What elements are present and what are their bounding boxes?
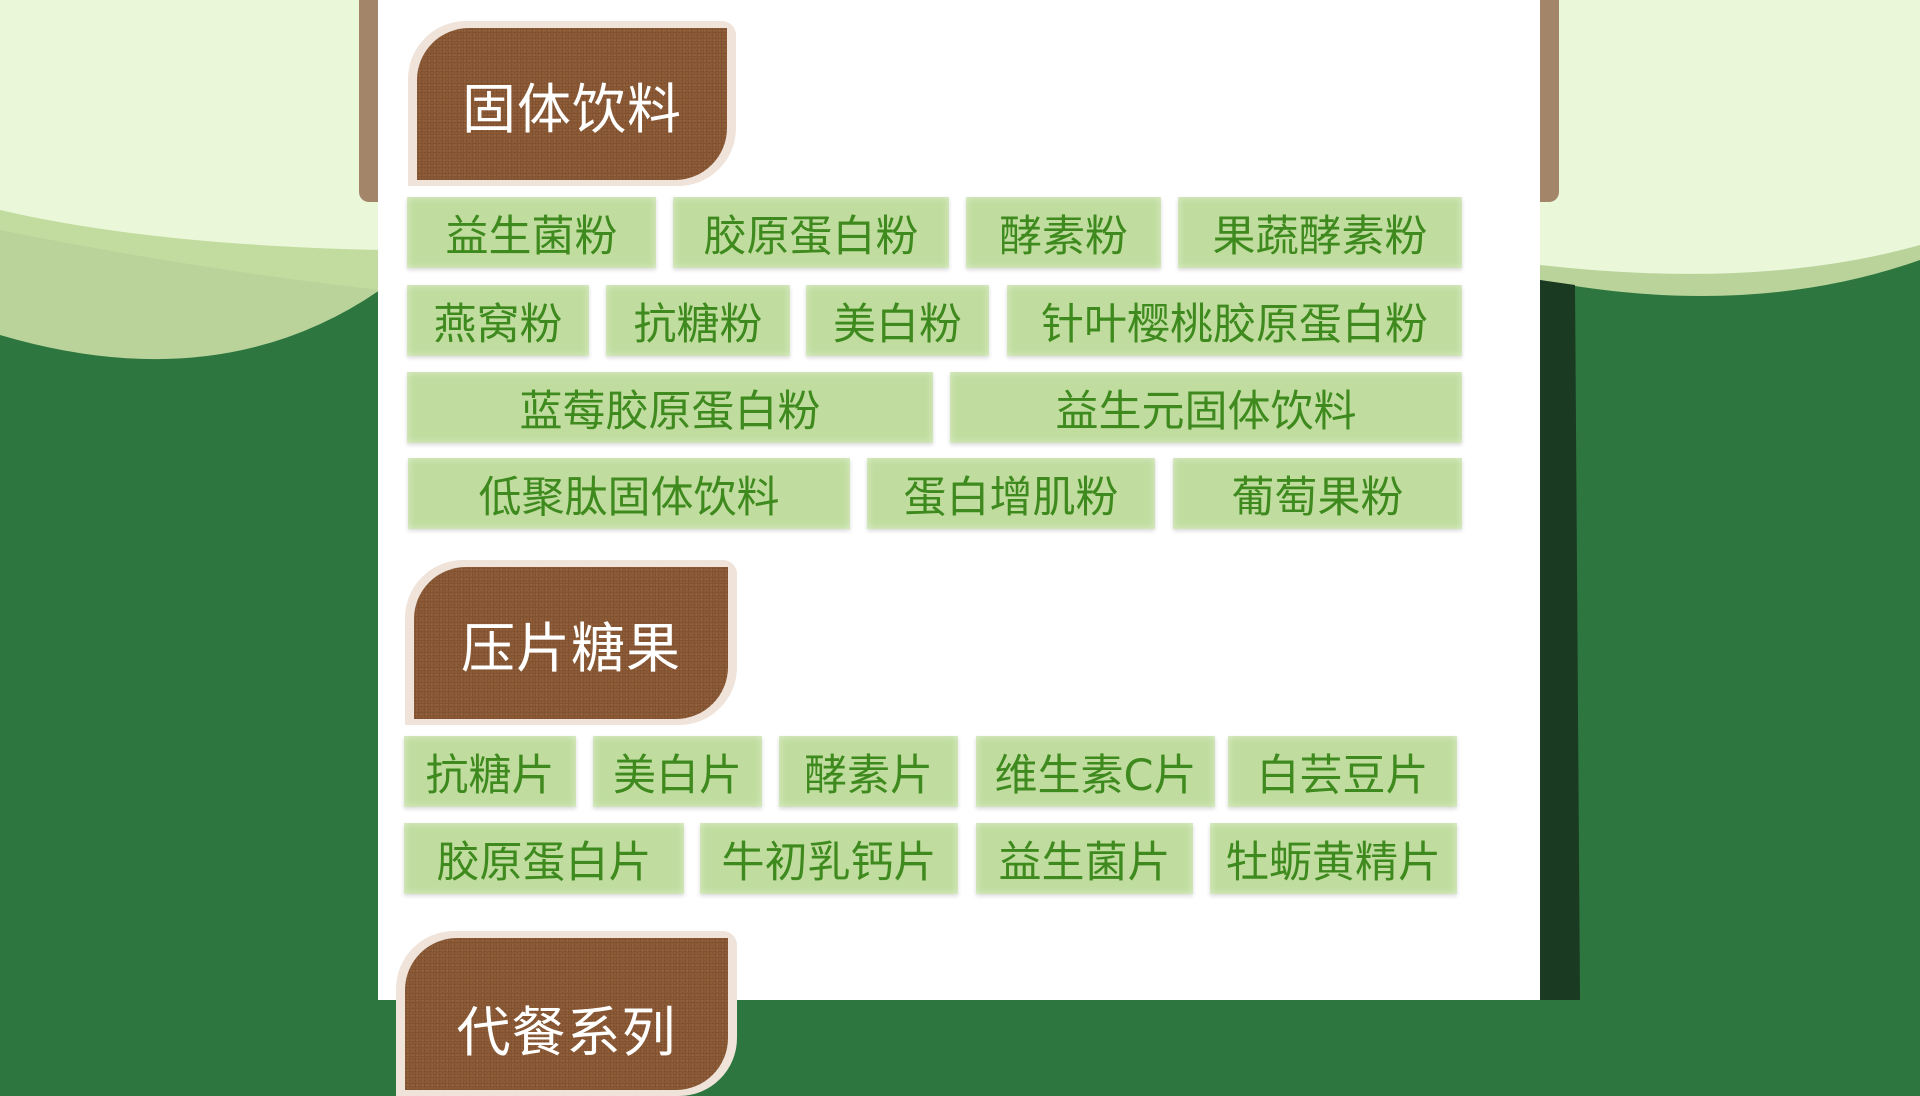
- product-button[interactable]: 益生菌粉: [407, 197, 656, 268]
- product-button[interactable]: 酵素片: [779, 736, 958, 807]
- product-button[interactable]: 牛初乳钙片: [700, 823, 958, 894]
- product-button[interactable]: 针叶樱桃胶原蛋白粉: [1007, 285, 1462, 356]
- product-button[interactable]: 抗糖片: [404, 736, 576, 807]
- product-button[interactable]: 益生元固体饮料: [950, 372, 1462, 443]
- product-button[interactable]: 低聚肽固体饮料: [408, 458, 850, 529]
- product-button[interactable]: 美白粉: [806, 285, 989, 356]
- product-button[interactable]: 酵素粉: [966, 197, 1161, 268]
- right-board-edge: [1538, 0, 1559, 202]
- left-board-edge: [359, 0, 381, 202]
- product-button[interactable]: 美白片: [593, 736, 762, 807]
- product-button[interactable]: 蓝莓胶原蛋白粉: [407, 372, 933, 443]
- product-button[interactable]: 牡蛎黄精片: [1210, 823, 1457, 894]
- section-title-solid-drinks: 固体饮料: [408, 21, 736, 186]
- section-title-text: 固体饮料: [462, 77, 682, 141]
- section-title-meal-replacement: 代餐系列: [396, 931, 737, 1096]
- section-title-text: 压片糖果: [461, 616, 681, 680]
- product-button[interactable]: 燕窝粉: [407, 285, 589, 356]
- product-button[interactable]: 葡萄果粉: [1173, 458, 1462, 529]
- product-button[interactable]: 胶原蛋白片: [404, 823, 684, 894]
- product-button[interactable]: 胶原蛋白粉: [673, 197, 949, 268]
- product-button[interactable]: 抗糖粉: [606, 285, 790, 356]
- product-button[interactable]: 白芸豆片: [1228, 736, 1457, 807]
- product-button[interactable]: 益生菌片: [976, 823, 1193, 894]
- product-button[interactable]: 蛋白增肌粉: [867, 458, 1155, 529]
- product-button[interactable]: 维生素C片: [976, 736, 1215, 807]
- product-button[interactable]: 果蔬酵素粉: [1178, 197, 1462, 268]
- section-title-pressed-candy: 压片糖果: [405, 560, 737, 725]
